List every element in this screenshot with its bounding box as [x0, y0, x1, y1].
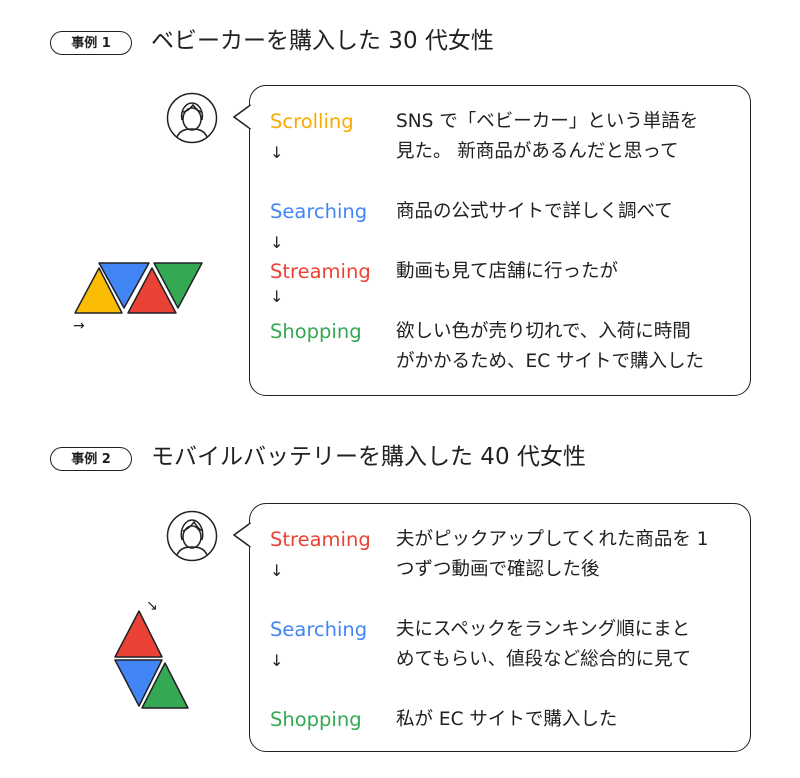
stage-description-line: めてもらい、値段など総合的に見て — [396, 649, 692, 670]
stage-description-line: 私が EC サイトで購入した — [396, 709, 618, 730]
avatar-icon — [166, 510, 218, 562]
case-badge: 事例 2 — [50, 447, 132, 471]
stage-description-line: SNS で「ベビーカー」という単語を — [396, 111, 699, 132]
down-arrow-icon: ↓ — [270, 143, 284, 162]
case-badge: 事例 1 — [50, 31, 132, 55]
stage-description-line: 動画も見て店舗に行ったが — [396, 261, 619, 282]
stage-label: Shopping — [270, 320, 362, 343]
stage-label: Shopping — [270, 708, 362, 731]
stage-description-line: 見た。 新商品があるんだと思って — [396, 141, 679, 162]
stage-description-line: 商品の公式サイトで詳しく調べて — [396, 201, 673, 222]
stage-label: Searching — [270, 200, 368, 223]
stage-description-line: 欲しい色が売り切れで、入荷に時間 — [396, 321, 691, 342]
stage-description-line: がかかるため、EC サイトで購入した — [396, 351, 704, 372]
down-arrow-icon: ↓ — [270, 287, 284, 306]
stage-label: Scrolling — [270, 110, 354, 133]
bubble-tail — [233, 104, 251, 130]
stage-description-line: つずつ動画で確認した後 — [396, 559, 600, 580]
case-title: モバイルバッテリーを購入した 40 代女性 — [151, 444, 586, 470]
triangle-shapes — [114, 610, 189, 709]
right-arrow-icon: → — [73, 318, 85, 334]
speech-bubble: Scrolling SNS で「ベビーカー」という単語を 見た。 新商品があるん… — [249, 85, 751, 396]
stage-description-line: 夫がピックアップしてくれた商品を 1 — [396, 529, 709, 550]
stage-label: Streaming — [270, 528, 371, 551]
speech-bubble: Streaming 夫がピックアップしてくれた商品を 1 つずつ動画で確認した後… — [249, 503, 751, 752]
stage-label: Streaming — [270, 260, 371, 283]
case-title: ベビーカーを購入した 30 代女性 — [151, 28, 494, 54]
down-arrow-icon: ↓ — [270, 561, 284, 580]
triangle-shapes — [74, 262, 203, 314]
bubble-tail — [233, 522, 251, 548]
avatar-icon — [166, 92, 218, 144]
diagonal-arrow-icon: ↘ — [146, 598, 158, 614]
stage-description-line: 夫にスペックをランキング順にまと — [396, 619, 691, 640]
down-arrow-icon: ↓ — [270, 233, 284, 252]
down-arrow-icon: ↓ — [270, 651, 284, 670]
stage-label: Searching — [270, 618, 368, 641]
